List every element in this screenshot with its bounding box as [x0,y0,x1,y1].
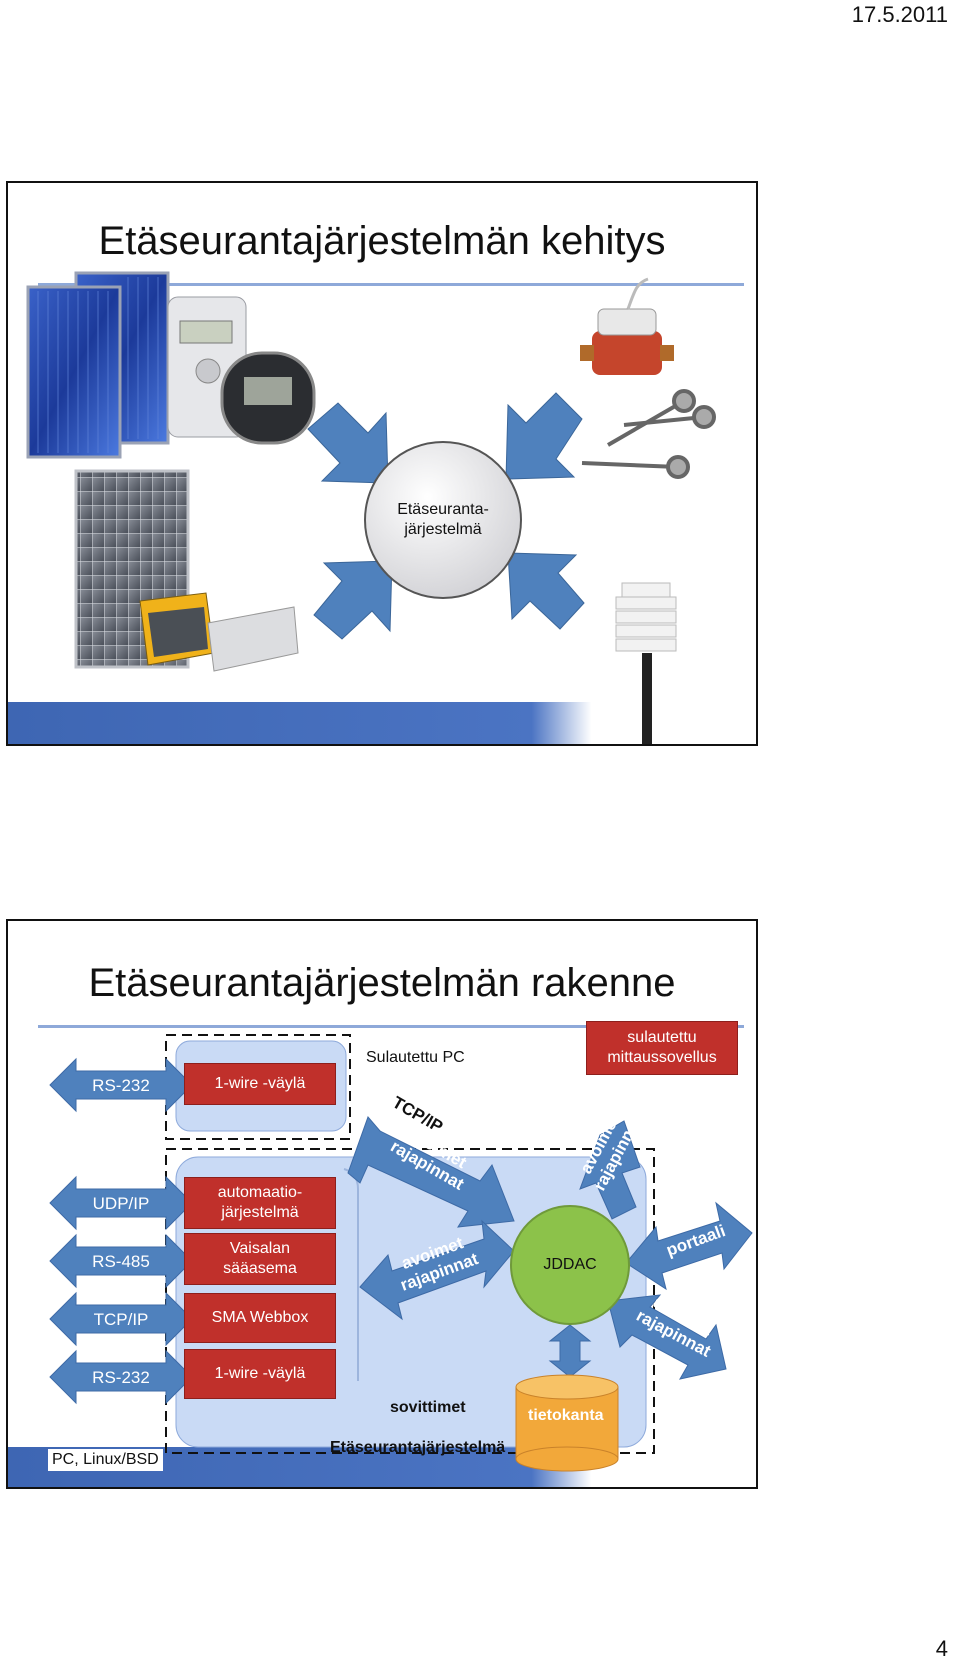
jddac-node: JDDAC [510,1205,630,1325]
tcpip-arrow [347,1116,515,1228]
flow-meter-icon [580,277,674,375]
database-label: tietokanta [528,1407,604,1424]
remote-monitoring-system-node: Etäseuranta- järjestelmä [364,441,522,599]
title-rule [38,283,744,286]
module-box: SMA Webbox [184,1293,336,1343]
embedded-pc-label: Sulautettu PC [366,1049,465,1066]
weather-station-icon [615,582,677,744]
center-label: Etäseuranta- järjestelmä [397,501,489,538]
portal-arrow [625,1201,753,1291]
measurement-app-box: sulautettu mittaussovellus [586,1021,738,1075]
temperature-sensor-icon [581,389,716,479]
module-box: Vaisalan sääasema [184,1233,336,1285]
header-date: 17.5.2011 [851,2,948,27]
slide-architecture: Etäseurantajärjestelmän rakenne [6,919,758,1489]
module-box: 1-wire -väylä [184,1349,336,1399]
inbound-arrows-icon [307,392,585,640]
interface-label: TCP/IP [93,1310,149,1329]
slide1-title: Etäseurantajärjestelmän kehitys [98,219,666,263]
solar-collector-icon [26,271,170,459]
slide1-illustration [26,271,716,744]
measurement-app-arrow [579,1120,641,1220]
interface-label: UDP/IP [92,1194,150,1213]
interface-label: RS-485 [92,1252,150,1271]
page-number: 4 [935,1636,948,1661]
adapters-label: sovittimet [390,1399,466,1416]
open-interfaces-arrow-2 [607,1294,727,1380]
interface-arrows [49,1057,193,1405]
interface-label: RS-232 [92,1076,150,1095]
system-label: Etäseurantajärjestelmä [330,1439,506,1456]
module-box: 1-wire -väylä [184,1063,336,1105]
title-rule [38,1025,744,1028]
inverter-icon [139,592,299,672]
interface-label: RS-232 [92,1368,150,1387]
database-icon [515,1374,619,1472]
platform-label: PC, Linux/BSD [48,1449,163,1471]
jddac-label: JDDAC [543,1256,597,1273]
slide1-bottom-bar [8,702,756,744]
slide-development: Etäseurantajärjestelmän kehitys [6,181,758,746]
module-box: automaatio- järjestelmä [184,1177,336,1229]
slide2-title: Etäseurantajärjestelmän rakenne [88,961,676,1005]
solar-controller-icon [167,296,316,445]
